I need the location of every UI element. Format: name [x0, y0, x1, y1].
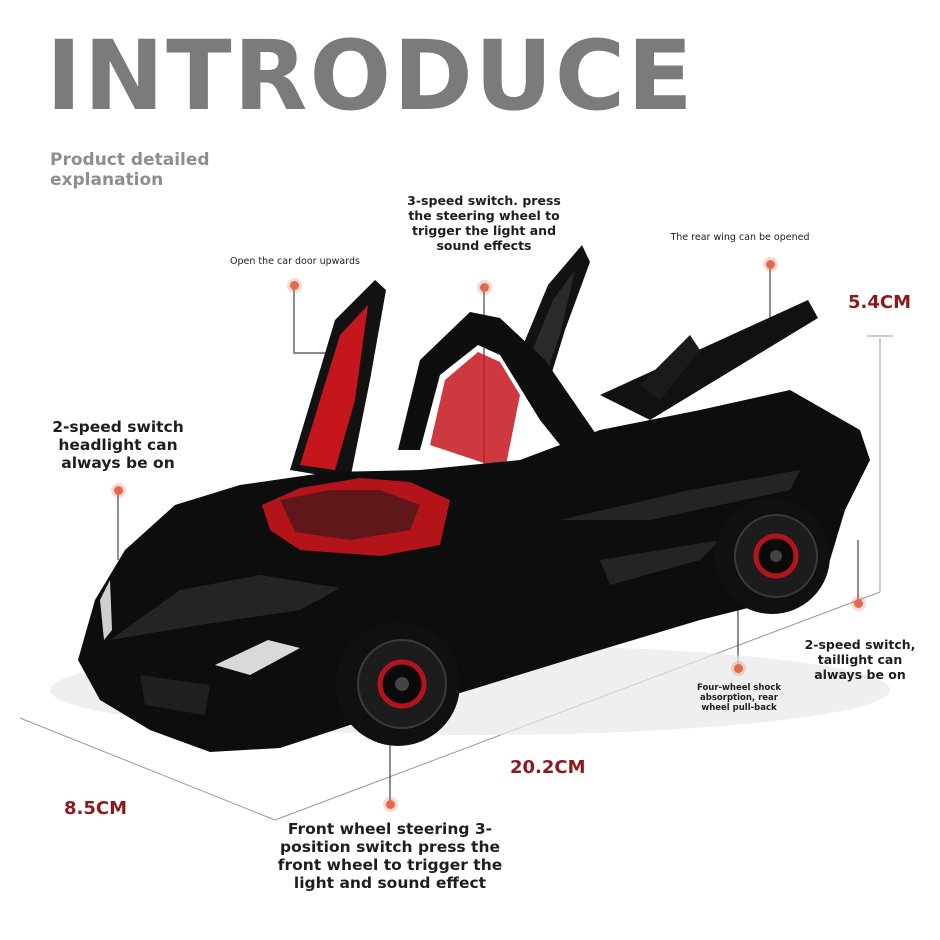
rear-wing-callout: The rear wing can be opened	[670, 232, 810, 243]
taillight-callout: 2-speed switch, taillight can always be …	[804, 637, 916, 682]
door-callout: Open the car door upwards	[230, 256, 360, 267]
length-dimension: 20.2CM	[510, 757, 586, 778]
headlight-callout: 2-speed switch headlight can always be o…	[52, 418, 184, 472]
suspension-marker	[734, 664, 743, 673]
steering-switch-marker	[480, 283, 489, 292]
front-steering-marker	[386, 800, 395, 809]
taillight-marker	[854, 599, 863, 608]
front-steering-callout: Front wheel steering 3-position switch p…	[277, 820, 503, 892]
headlight-marker	[114, 486, 123, 495]
suspension-callout: Four-wheel shock absorption, rear wheel …	[696, 683, 782, 713]
height-dimension: 5.4CM	[848, 292, 912, 313]
rear-wing-marker	[766, 260, 775, 269]
car-model	[50, 245, 890, 752]
steering-switch-callout: 3-speed switch. press the steering wheel…	[407, 193, 561, 253]
page-subtitle: Product detailed explanation	[50, 150, 210, 190]
width-dimension: 8.5CM	[64, 798, 128, 819]
door-marker	[290, 281, 299, 290]
page-title: INTRODUCE	[46, 20, 695, 132]
